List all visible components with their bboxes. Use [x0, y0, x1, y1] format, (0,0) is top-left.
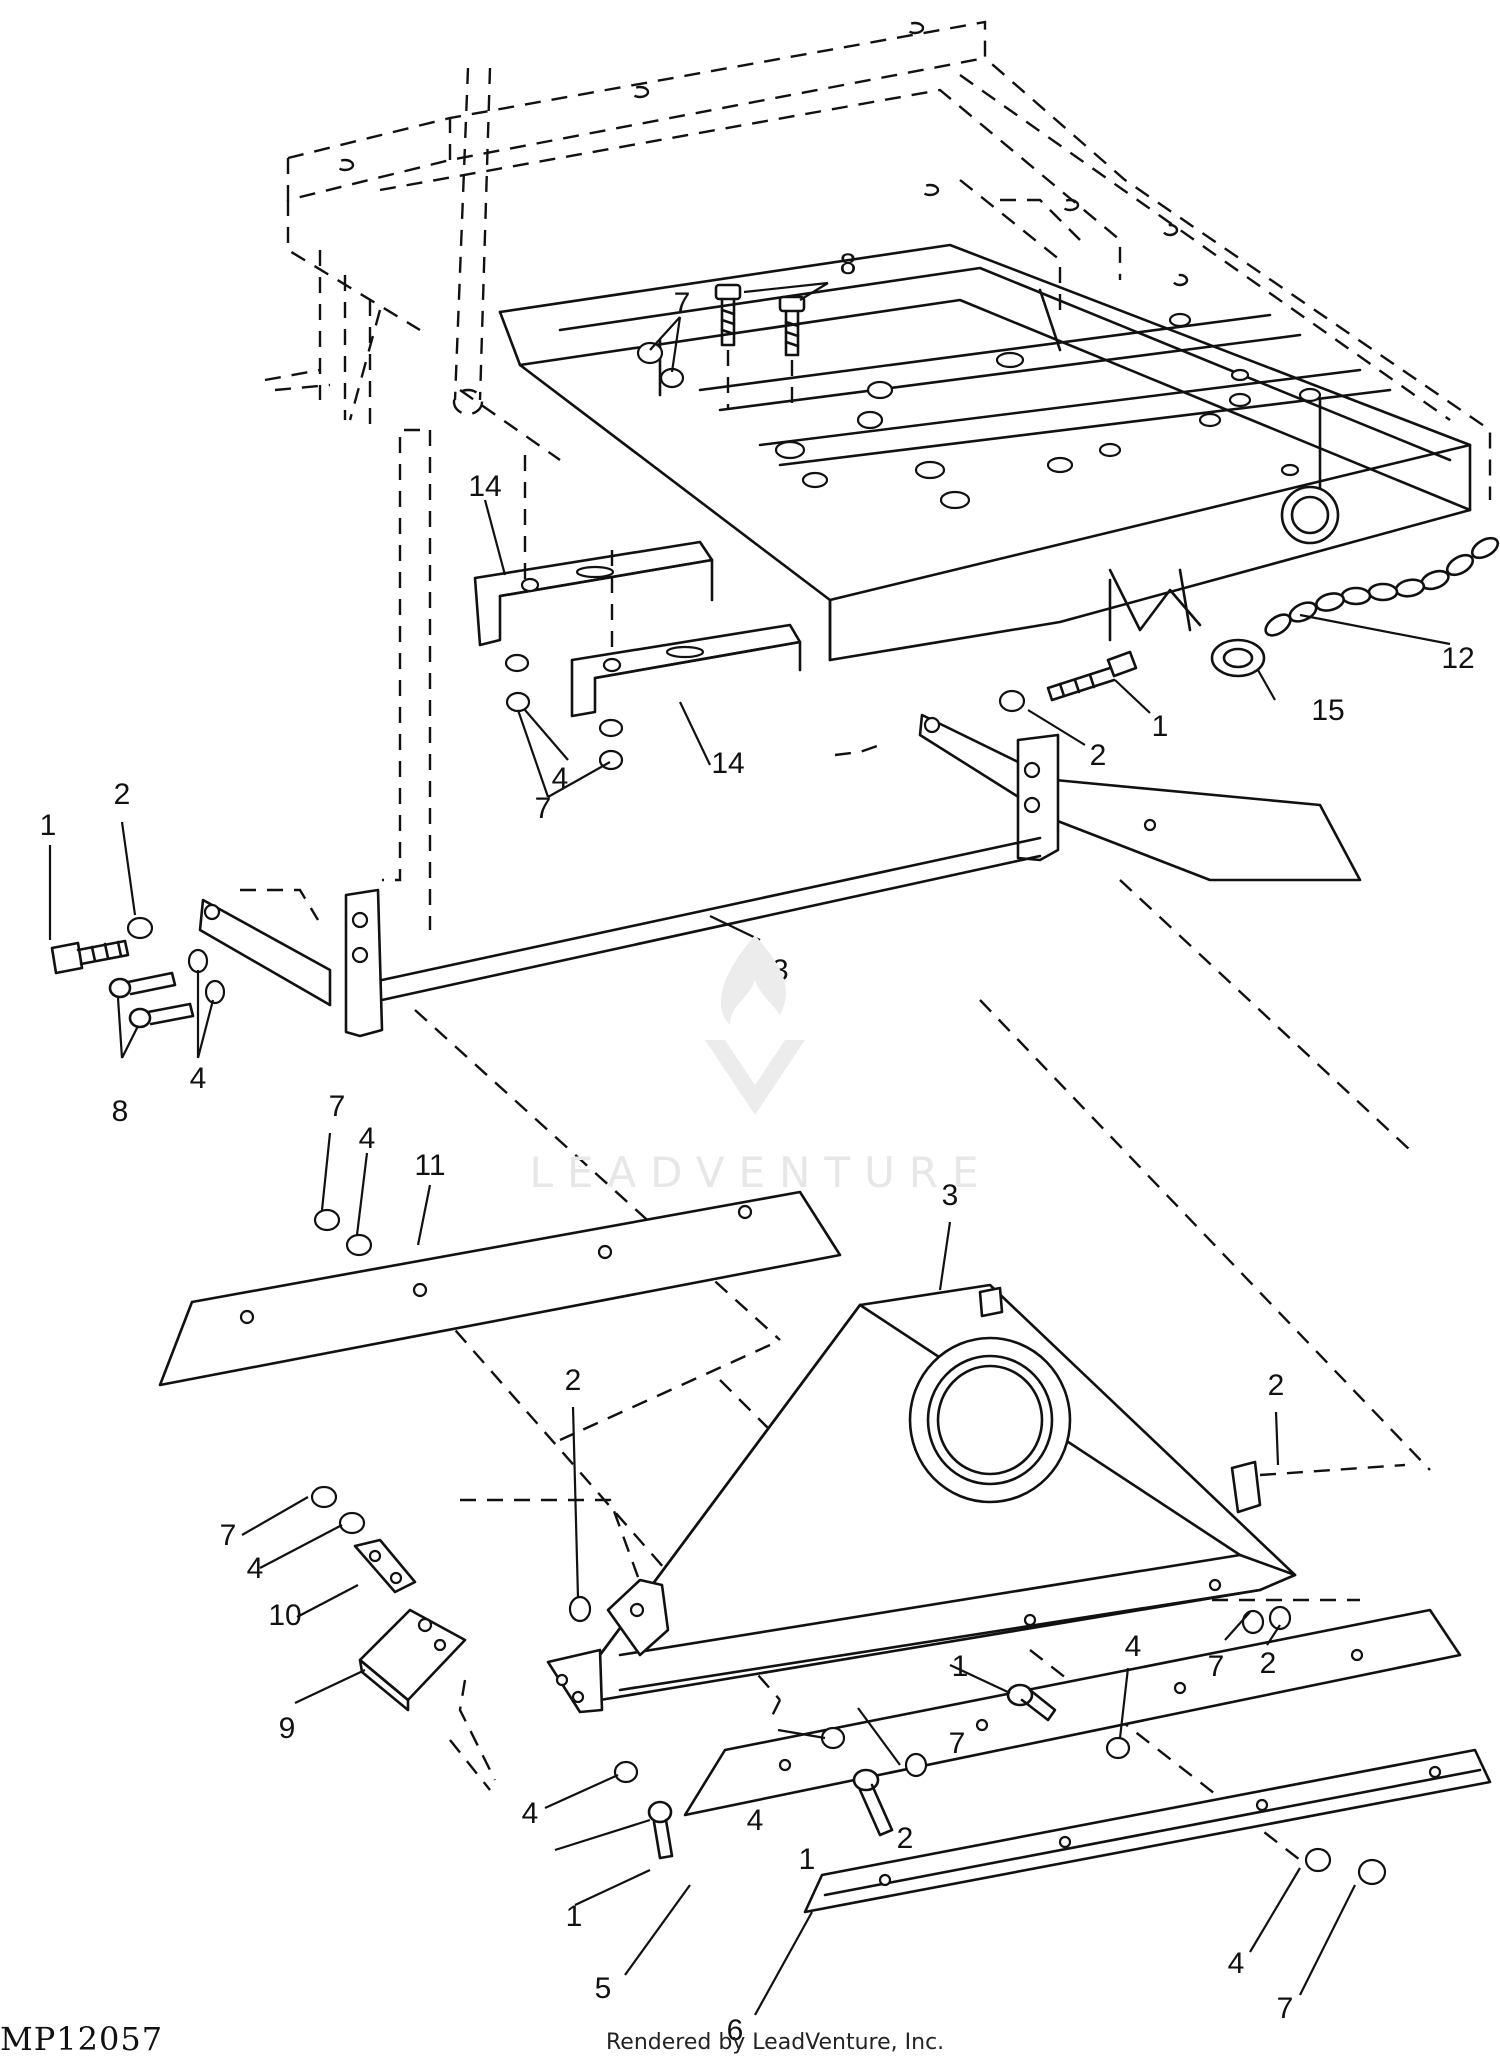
cap-screw — [852, 1768, 894, 1837]
clamp-plate — [353, 1538, 417, 1594]
callout-1: 1 — [40, 809, 57, 842]
washer — [1105, 1736, 1131, 1760]
callout-11: 11 — [414, 1149, 445, 1182]
chain — [1264, 536, 1500, 637]
lock-nut — [1357, 1858, 1387, 1886]
washer — [598, 718, 624, 738]
callout-14: 14 — [711, 747, 744, 780]
callout-4: 4 — [1125, 1630, 1142, 1663]
callout-4: 4 — [747, 1804, 764, 1837]
callout-1: 1 — [1152, 710, 1169, 743]
callout-7: 7 — [674, 287, 691, 320]
skid-plate-upper — [158, 1190, 842, 1387]
callout-7: 7 — [220, 1519, 237, 1552]
callout-7: 7 — [949, 1727, 966, 1760]
cap-screw — [1006, 1683, 1057, 1722]
s-hook — [1210, 638, 1266, 678]
nut — [505, 691, 531, 713]
cap-screw — [778, 295, 806, 357]
callout-7: 7 — [329, 1090, 346, 1123]
callout-14: 14 — [468, 470, 501, 503]
wear-pad — [358, 1608, 467, 1712]
lock-nut — [313, 1208, 341, 1232]
callout-9: 9 — [279, 1712, 296, 1745]
washer — [613, 1760, 639, 1784]
callout-7: 7 — [1208, 1650, 1225, 1683]
mounting-frame — [498, 243, 1472, 662]
washer — [126, 916, 154, 940]
washer — [998, 689, 1026, 713]
cap-screw — [50, 939, 130, 975]
washer — [204, 979, 226, 1005]
lock-nut — [1241, 1609, 1265, 1635]
washer — [338, 1511, 366, 1535]
callout-10: 10 — [268, 1599, 301, 1632]
callout-2: 2 — [114, 778, 131, 811]
tractor-frame-outline — [264, 20, 1492, 500]
callout-7: 7 — [535, 792, 552, 825]
rockshaft — [380, 836, 1042, 1002]
callout-4: 4 — [247, 1552, 264, 1585]
washer — [1304, 1847, 1332, 1873]
render-credit: Rendered by LeadVenture, Inc. — [606, 2030, 945, 2055]
callout-leaders — [48, 281, 1451, 2016]
drawing-code: MP12057 — [0, 2020, 164, 2058]
callout-4: 4 — [359, 1122, 376, 1155]
callout-2: 2 — [1260, 1647, 1277, 1680]
cap-screw — [1046, 650, 1138, 702]
cutting-edge — [683, 1608, 1462, 1817]
callout-12: 12 — [1441, 642, 1474, 675]
callout-2: 2 — [1090, 739, 1107, 772]
callout-4: 4 — [522, 1797, 539, 1830]
callout-4: 4 — [1228, 1947, 1245, 1980]
cap-screw — [108, 971, 177, 999]
washer — [504, 653, 530, 673]
mounting-bracket-upper — [473, 540, 714, 647]
washer — [187, 948, 209, 974]
callout-8: 8 — [840, 248, 857, 281]
callout-6: 6 — [727, 2014, 744, 2047]
lift-arm-left — [198, 888, 384, 1038]
watermark-text: LEADVENTURE — [529, 1148, 993, 1197]
lock-nut — [904, 1752, 928, 1778]
lock-nut — [310, 1485, 338, 1509]
lift-rod — [452, 67, 492, 416]
callout-2: 2 — [565, 1364, 582, 1397]
callout-labels: 1 1 1 1 1 2 2 2 2 2 2 3 4 4 4 4 4 4 4 4 … — [40, 248, 1475, 2047]
callout-3: 3 — [942, 1179, 959, 1212]
blade-frame — [546, 1283, 1297, 1714]
cap-screw — [128, 1002, 195, 1029]
washer — [820, 1726, 846, 1750]
callout-2: 2 — [1268, 1369, 1285, 1402]
callout-4: 4 — [552, 762, 569, 795]
callout-1: 1 — [799, 1843, 816, 1876]
lock-nut — [636, 341, 664, 365]
callout-1: 1 — [952, 1650, 969, 1683]
callout-15: 15 — [1311, 694, 1344, 727]
lift-arm-right — [918, 713, 1362, 882]
wear-strip — [803, 1748, 1492, 1914]
washer — [345, 1233, 373, 1257]
washer — [1268, 1605, 1292, 1631]
callout-8: 8 — [112, 1095, 129, 1128]
callout-4: 4 — [190, 1062, 207, 1095]
cap-screw — [714, 283, 742, 347]
callout-2: 2 — [897, 1822, 914, 1855]
washer — [568, 1595, 592, 1623]
watermark-logo-icon — [705, 935, 805, 1115]
callout-7: 7 — [1277, 1992, 1294, 2025]
mounting-bracket-lower — [570, 623, 802, 718]
cap-screw — [647, 1800, 674, 1860]
callout-5: 5 — [595, 1972, 612, 2005]
callout-1: 1 — [566, 1900, 583, 1933]
